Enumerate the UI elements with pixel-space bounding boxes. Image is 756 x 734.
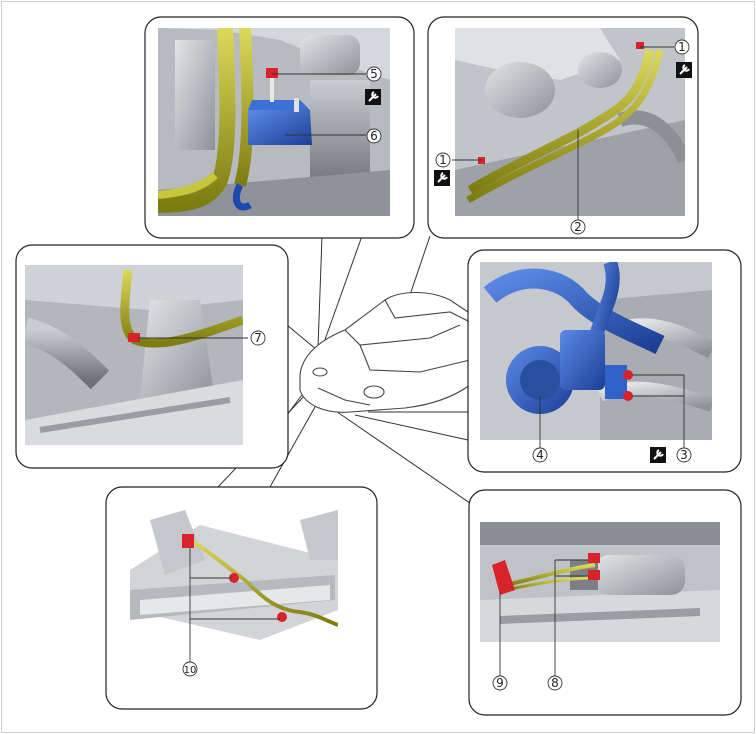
wrench-icon — [434, 170, 450, 186]
callout-10: 10 — [184, 665, 197, 676]
callout-4: 4 — [536, 448, 544, 462]
panel-hose-routing: 1 1 2 — [427, 16, 699, 239]
callout-5: 5 — [370, 67, 378, 81]
wrench-icon — [365, 89, 381, 105]
panel-bracket-bolt: 5 6 — [144, 16, 415, 239]
panel-connectors: 9 8 — [468, 489, 742, 716]
panel-water-pump: 4 3 — [467, 249, 742, 473]
callout-9: 9 — [496, 676, 504, 690]
wrench-icon — [650, 447, 666, 463]
callout-1-left: 1 — [439, 153, 447, 167]
panel-harness-clips: 10 — [105, 486, 378, 710]
leader-lines — [217, 235, 481, 511]
callout-7: 7 — [254, 331, 262, 345]
callout-6: 6 — [370, 129, 378, 143]
panel-hose-clip: 7 — [15, 244, 289, 469]
callout-2: 2 — [574, 220, 582, 234]
callout-3: 3 — [680, 448, 688, 462]
callout-1-top: 1 — [678, 40, 686, 54]
wrench-icon — [676, 62, 692, 78]
callout-8: 8 — [551, 676, 559, 690]
car-outline — [299, 292, 493, 413]
